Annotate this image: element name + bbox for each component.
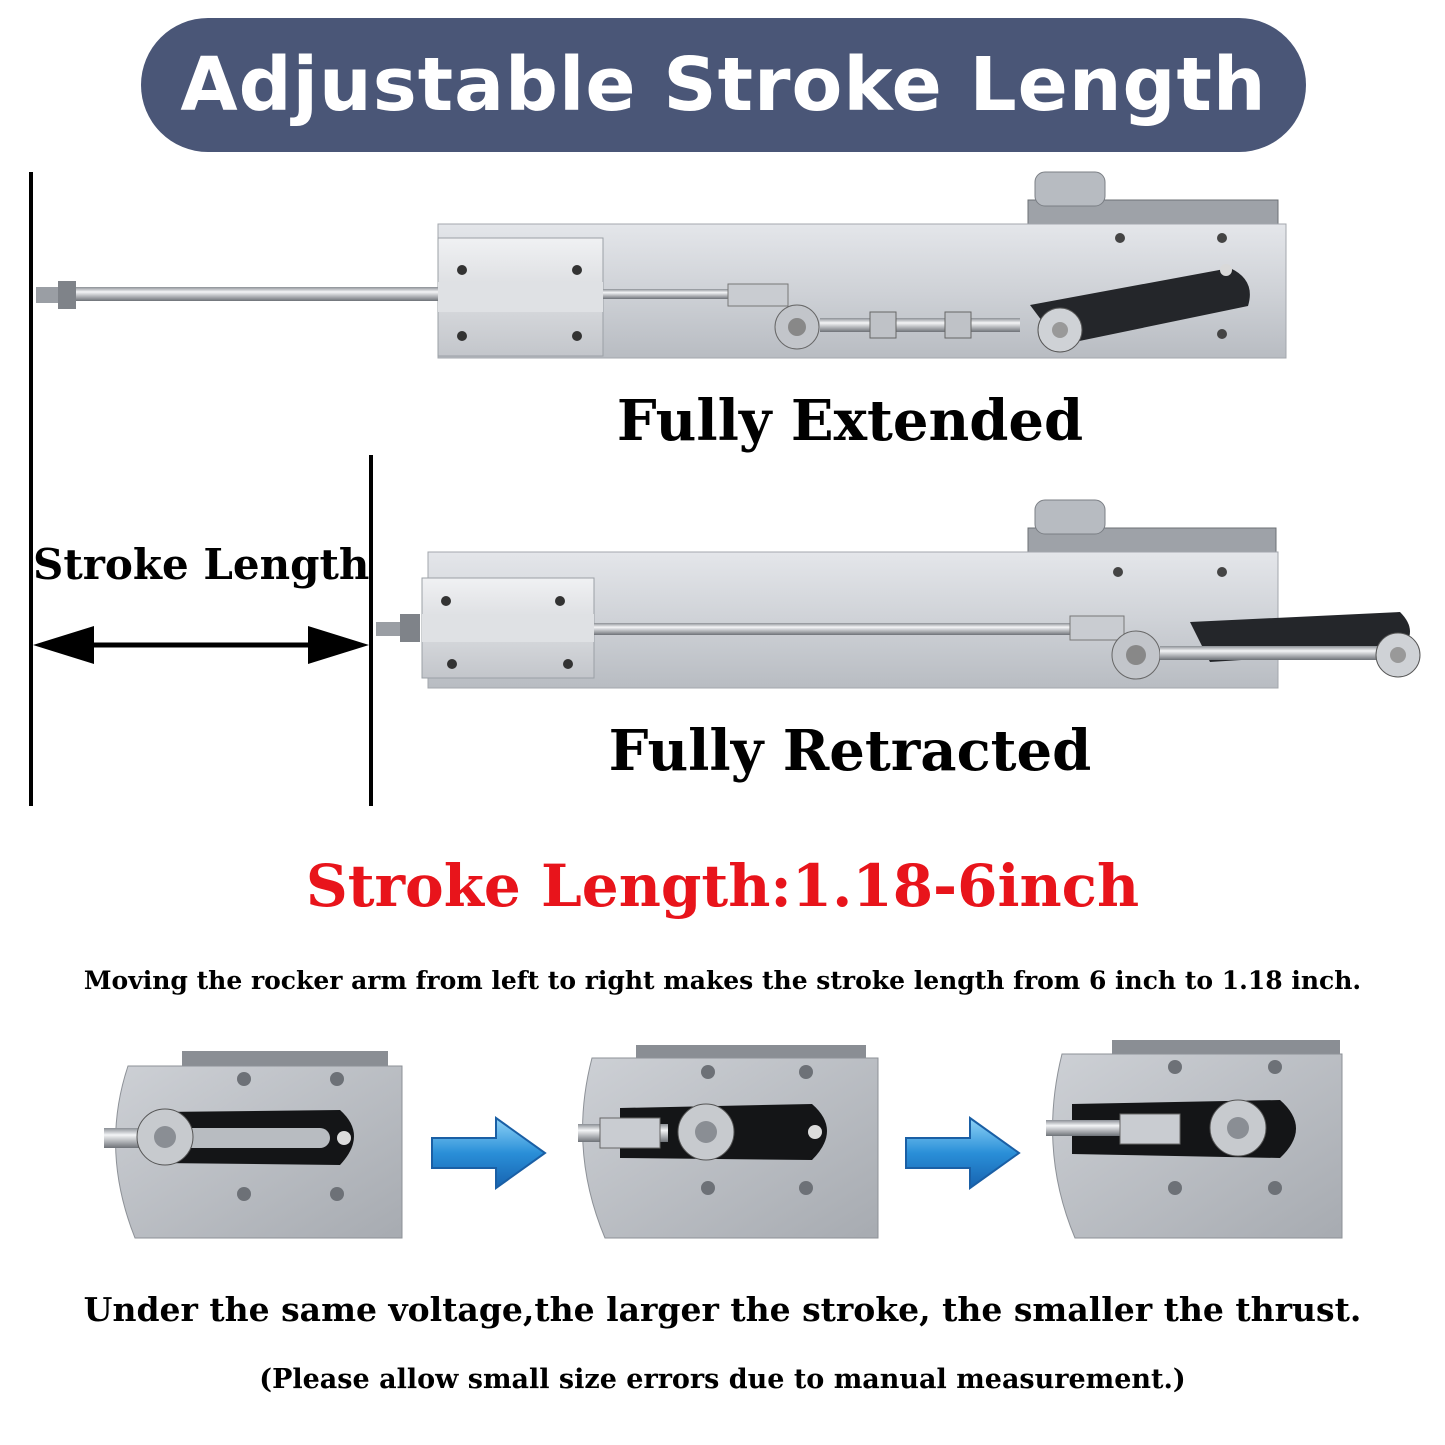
step-1-image — [104, 1051, 403, 1239]
fully-retracted-label: Fully Retracted — [608, 718, 1092, 784]
stroke-measurement — [29, 172, 373, 806]
actuator-retracted — [376, 499, 1421, 689]
blue-right-arrow-icon — [431, 1116, 547, 1190]
voltage-thrust-note: Under the same voltage,the larger the st… — [83, 1290, 1362, 1329]
step-3-image — [1046, 1040, 1343, 1239]
stroke-range-headline: Stroke Length:1.18-6inch — [305, 852, 1140, 920]
rocker-arm-description: Moving the rocker arm from left to right… — [83, 966, 1362, 995]
title-banner: Adjustable Stroke Length — [141, 18, 1306, 152]
left-arrow-icon — [33, 626, 94, 664]
step-2-image — [578, 1045, 879, 1239]
right-arrow-icon — [308, 626, 369, 664]
page-title: Adjustable Stroke Length — [180, 42, 1267, 128]
measurement-error-note: (Please allow small size errors due to m… — [259, 1364, 1186, 1395]
stroke-length-label: Stroke Length — [33, 540, 370, 589]
blue-right-arrow-icon — [905, 1116, 1021, 1190]
fully-extended-label: Fully Extended — [616, 388, 1084, 454]
actuator-extended — [36, 171, 1287, 359]
